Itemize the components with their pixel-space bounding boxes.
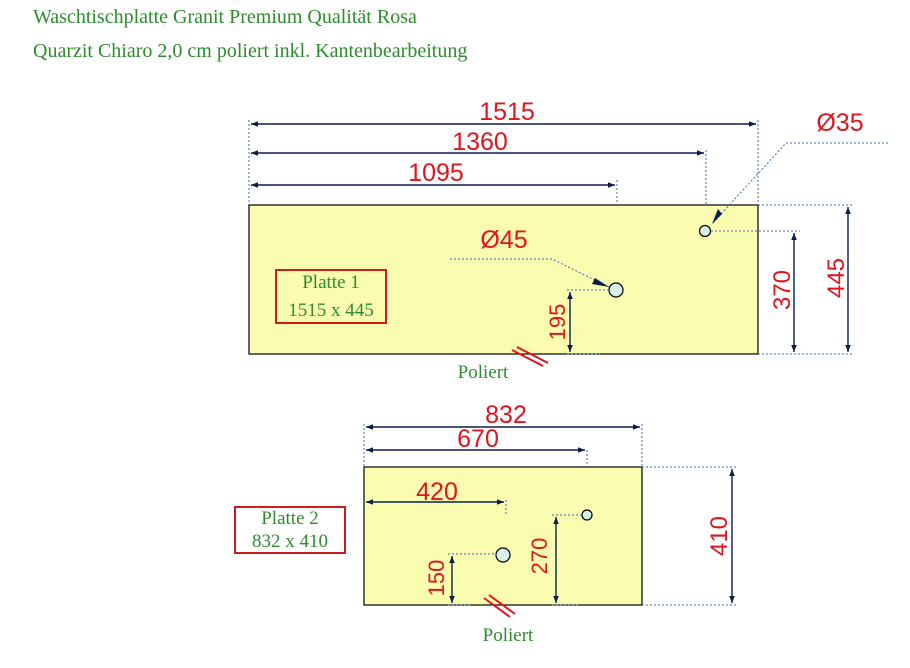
dim-text-diameter-35: Ø35 (816, 109, 863, 137)
dim-text-370: 370 (769, 270, 796, 310)
dim-text-445: 445 (823, 258, 850, 298)
leader-45-arrow (592, 278, 609, 287)
slab-2-outline (363, 466, 643, 606)
dim-text-150: 150 (424, 560, 449, 597)
dim-text-diameter-45: Ø45 (480, 226, 527, 254)
slab2-hole-large (495, 547, 511, 563)
slab2-polished-label: Poliert (483, 625, 534, 646)
dim-text-195: 195 (545, 304, 570, 341)
slab2-label-box (234, 506, 346, 554)
leader-35-arrow (712, 209, 722, 224)
slab2-name: Platte 2 (261, 508, 319, 529)
slab1-hole-35 (698, 224, 712, 238)
slab2-size: 832 x 410 (252, 531, 328, 552)
dim-text-420: 420 (416, 478, 458, 506)
dim-text-410: 410 (706, 516, 733, 556)
dim-text-1095: 1095 (408, 159, 464, 187)
slab1-size: 1515 x 445 (288, 300, 374, 321)
slab1-polished-mark-2 (516, 346, 549, 364)
slab2-hole-small (581, 509, 593, 521)
dim-text-670: 670 (457, 425, 499, 453)
slab1-hole-45 (608, 282, 624, 298)
dim-text-832: 832 (485, 401, 527, 429)
dim-text-270: 270 (527, 538, 552, 575)
title-line-2: Quarzit Chiaro 2,0 cm poliert inkl. Kant… (33, 40, 468, 62)
slab1-name: Platte 1 (302, 272, 360, 293)
slab2-polished-mark (483, 597, 511, 618)
slab1-label-box (275, 269, 387, 324)
dim-text-1360: 1360 (452, 128, 508, 156)
dim-text-1515: 1515 (479, 98, 535, 126)
slab1-polished-mark (511, 349, 544, 367)
leader-35 (711, 142, 888, 225)
slab1-polished-label: Poliert (458, 362, 509, 383)
leader-45 (450, 258, 610, 288)
slab2-polished-mark-2 (488, 594, 516, 615)
slab-1-outline (248, 204, 759, 355)
title-line-1: Waschtischplatte Granit Premium Qualität… (33, 6, 417, 28)
